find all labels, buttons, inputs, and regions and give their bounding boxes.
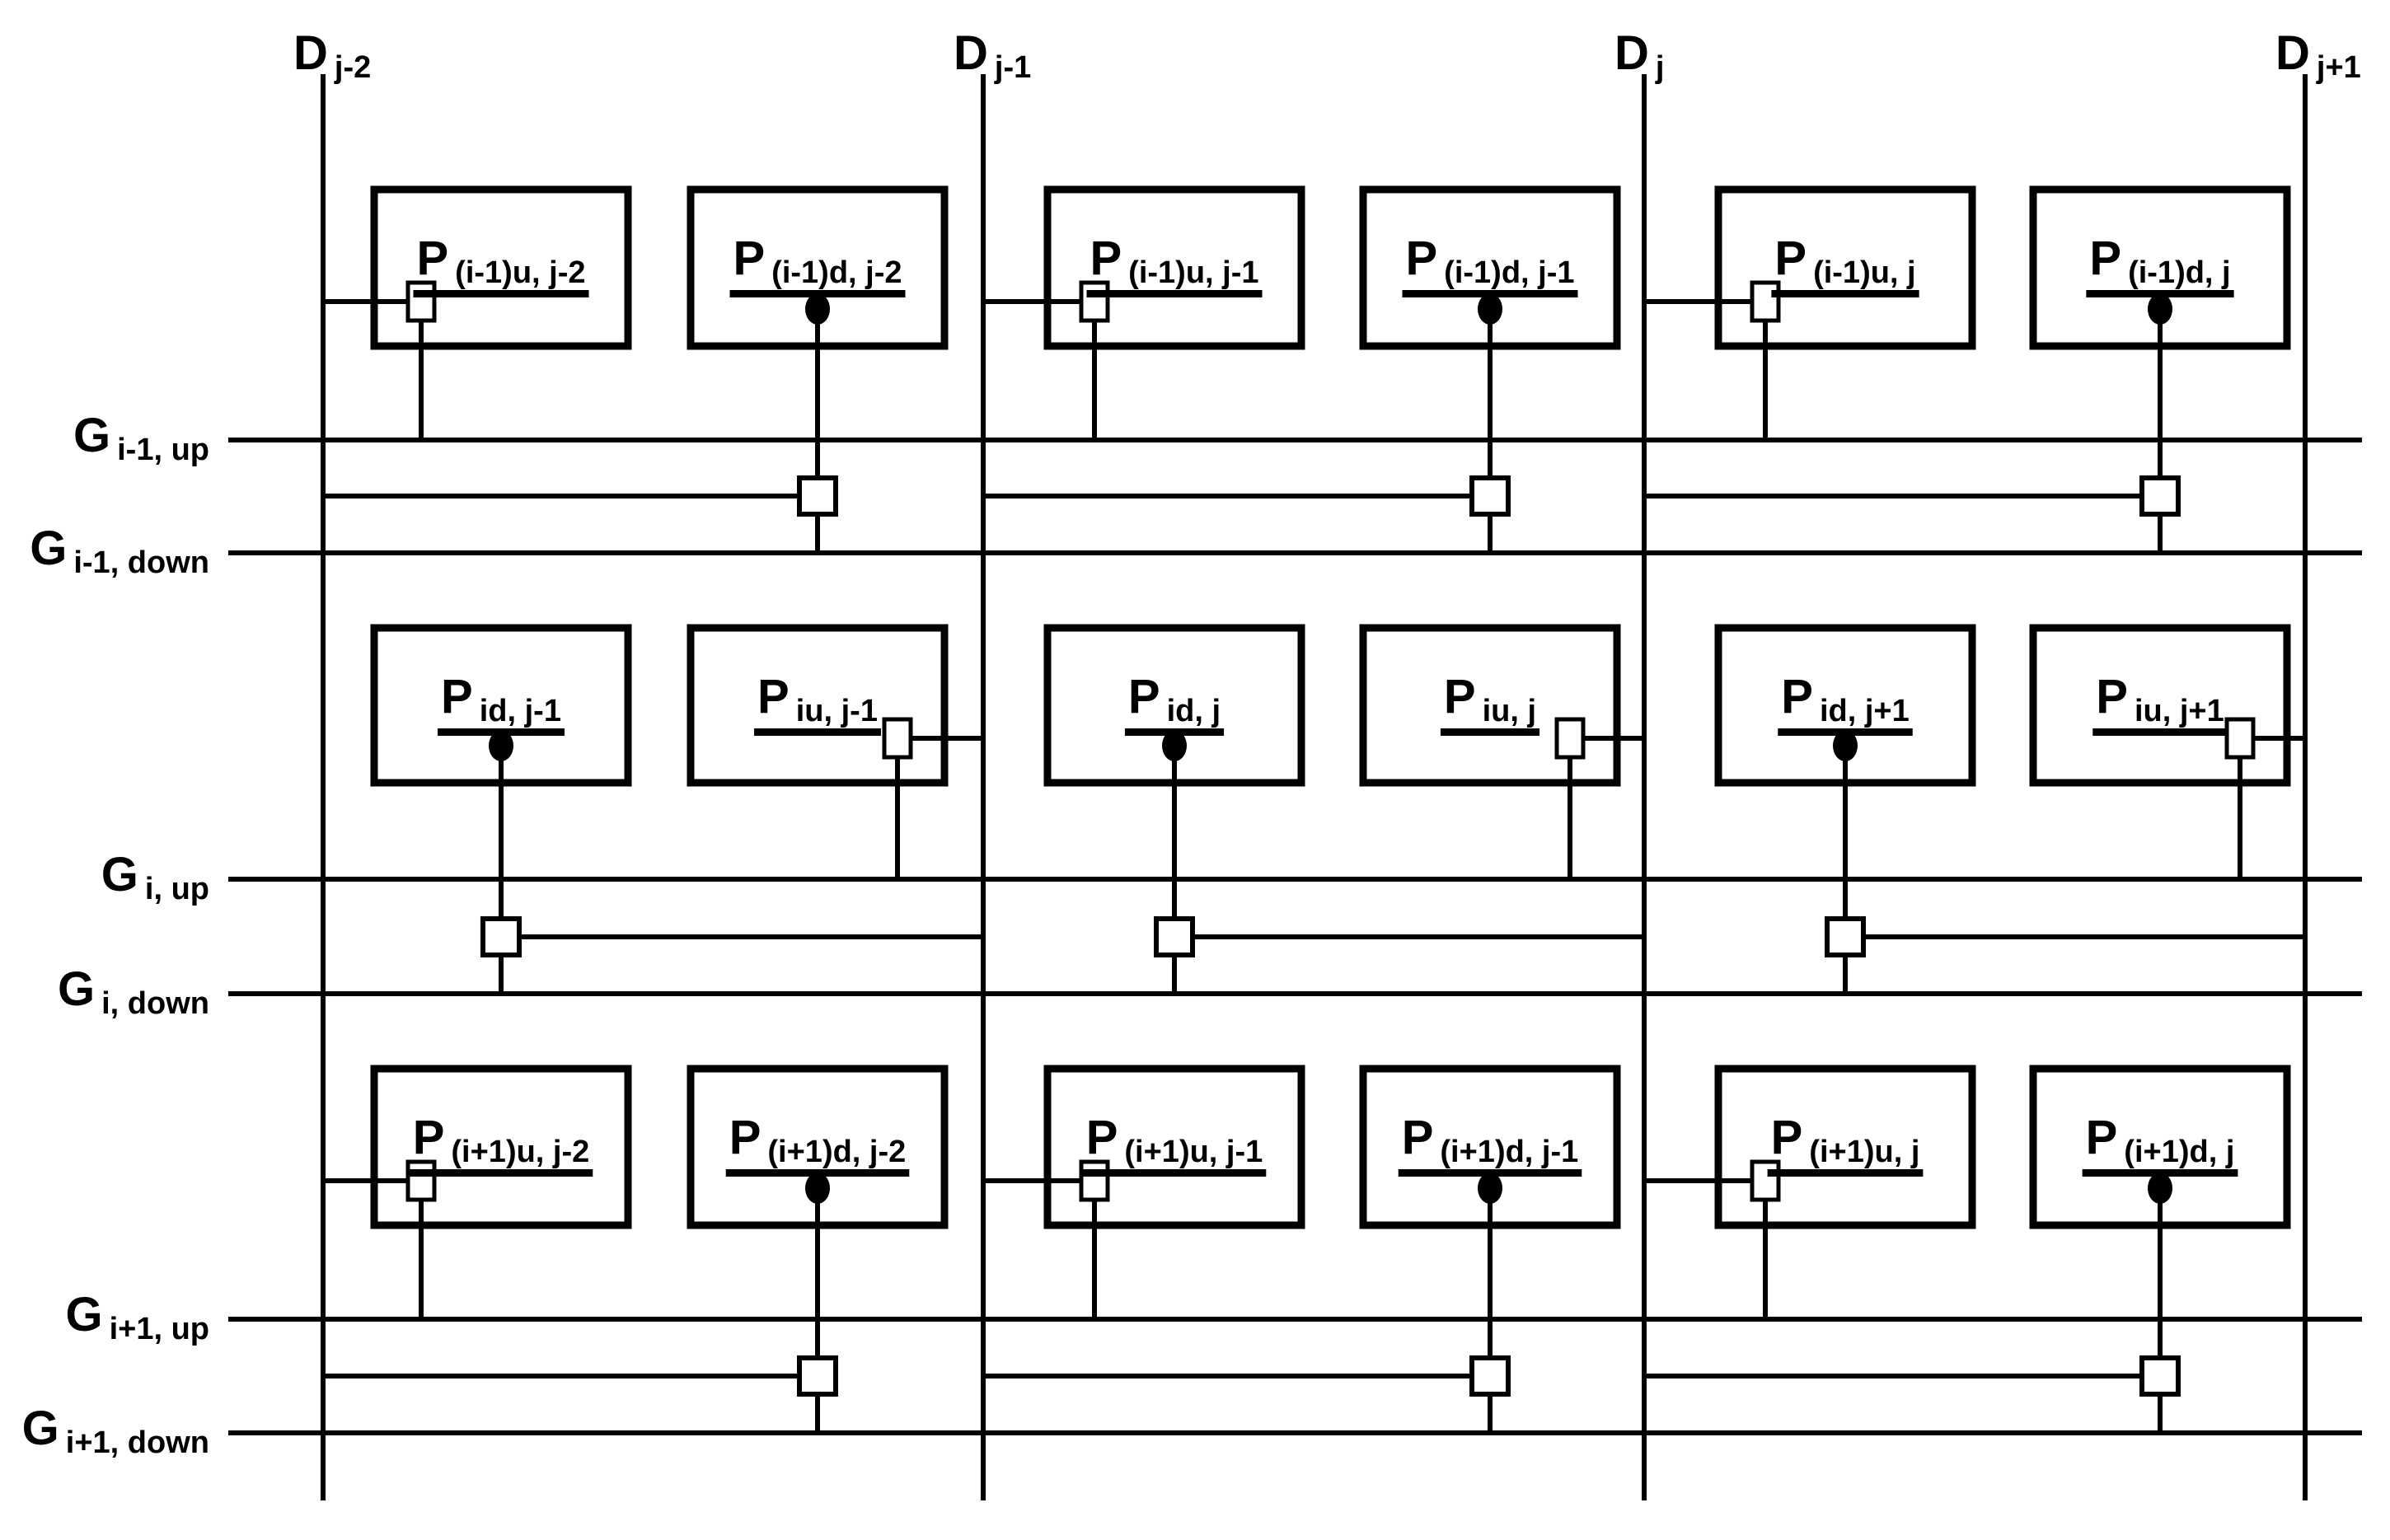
pixel-contact-square [1079,280,1110,323]
label-underline [1771,290,1919,297]
pixel-box [1359,1065,1621,1229]
pixel-label: P(i-1)d, j-2 [733,232,902,290]
contact-square [1469,1355,1511,1397]
label-underline [1402,290,1578,297]
label-underline [1124,728,1225,736]
pixel-box [1043,624,1305,787]
pixel-label: P(i+1)d, j-1 [1402,1111,1579,1169]
pixel-box [1043,1065,1305,1229]
pixel-box [370,624,632,787]
connection-dot [1162,730,1187,761]
label-underline [1440,728,1540,736]
contact-square [2139,475,2181,517]
pixel-contact-square [1750,1159,1781,1202]
pixel-box [687,185,949,350]
contact-square [797,475,838,517]
pixel-box [2029,624,2291,787]
connection-dot [489,730,513,761]
connection-dot [1478,293,1502,325]
pixel-label: P(i+1)u, j [1771,1111,1920,1169]
pixel-box [1714,624,1976,787]
label-underline [1398,1169,1582,1177]
pixel-contact-square [1554,717,1586,760]
pixel-label: P(i+1)d, j-2 [729,1111,907,1169]
contact-square [2139,1355,2181,1397]
pixel-label: P(i-1)u, j-1 [1090,232,1258,290]
label-underline [1086,290,1263,297]
pixel-box [1714,185,1976,350]
pixel-box [1359,624,1621,787]
label-underline [725,1169,910,1177]
label-underline [1767,1169,1924,1177]
connection-dot [805,1173,830,1204]
pixel-box [2029,1065,2291,1229]
label-underline [729,290,906,297]
contact-square [480,916,522,957]
pixel-box [687,1065,949,1229]
connection-dot [805,293,830,325]
label-underline [1778,728,1913,736]
label-underline [2092,728,2228,736]
pixel-contact-square [882,717,913,760]
pixel-label: P(i+1)d, j [2086,1111,2235,1169]
pixel-label: P(i-1)d, j [2089,232,2230,290]
connection-dot [2148,293,2172,325]
pixel-box [1043,185,1305,350]
connection-dot [1833,730,1858,761]
contact-square [797,1355,838,1397]
pixel-label: P(i+1)u, j-1 [1086,1111,1263,1169]
pixel-box [2029,185,2291,350]
label-underline [438,728,565,736]
pixel-contact-square [405,1159,437,1202]
contact-square [1825,916,1866,957]
pixel-box [370,1065,632,1229]
pixel-label: P(i-1)u, j [1774,232,1915,290]
pixel-label: P(i-1)d, j-1 [1405,232,1574,290]
connection-dot [1478,1173,1502,1204]
label-underline [413,290,589,297]
contact-square [1154,916,1195,957]
pixel-label: P(i+1)u, j-2 [413,1111,590,1169]
pixel-contact-square [1079,1159,1110,1202]
label-underline [409,1169,593,1177]
label-underline [2086,290,2234,297]
connection-dot [2148,1173,2172,1204]
pixel-box [1359,185,1621,350]
contact-square [1469,475,1511,517]
label-underline [2082,1169,2238,1177]
label-underline [754,728,881,736]
pixel-label: P(i-1)u, j-2 [416,232,585,290]
pixel-box [1714,1065,1976,1229]
pixel-contact-square [2224,717,2256,760]
pixel-contact-square [1750,280,1781,323]
pixel-box [687,624,949,787]
pixel-box [370,185,632,350]
pixel-contact-square [405,280,437,323]
label-underline [1082,1169,1267,1177]
